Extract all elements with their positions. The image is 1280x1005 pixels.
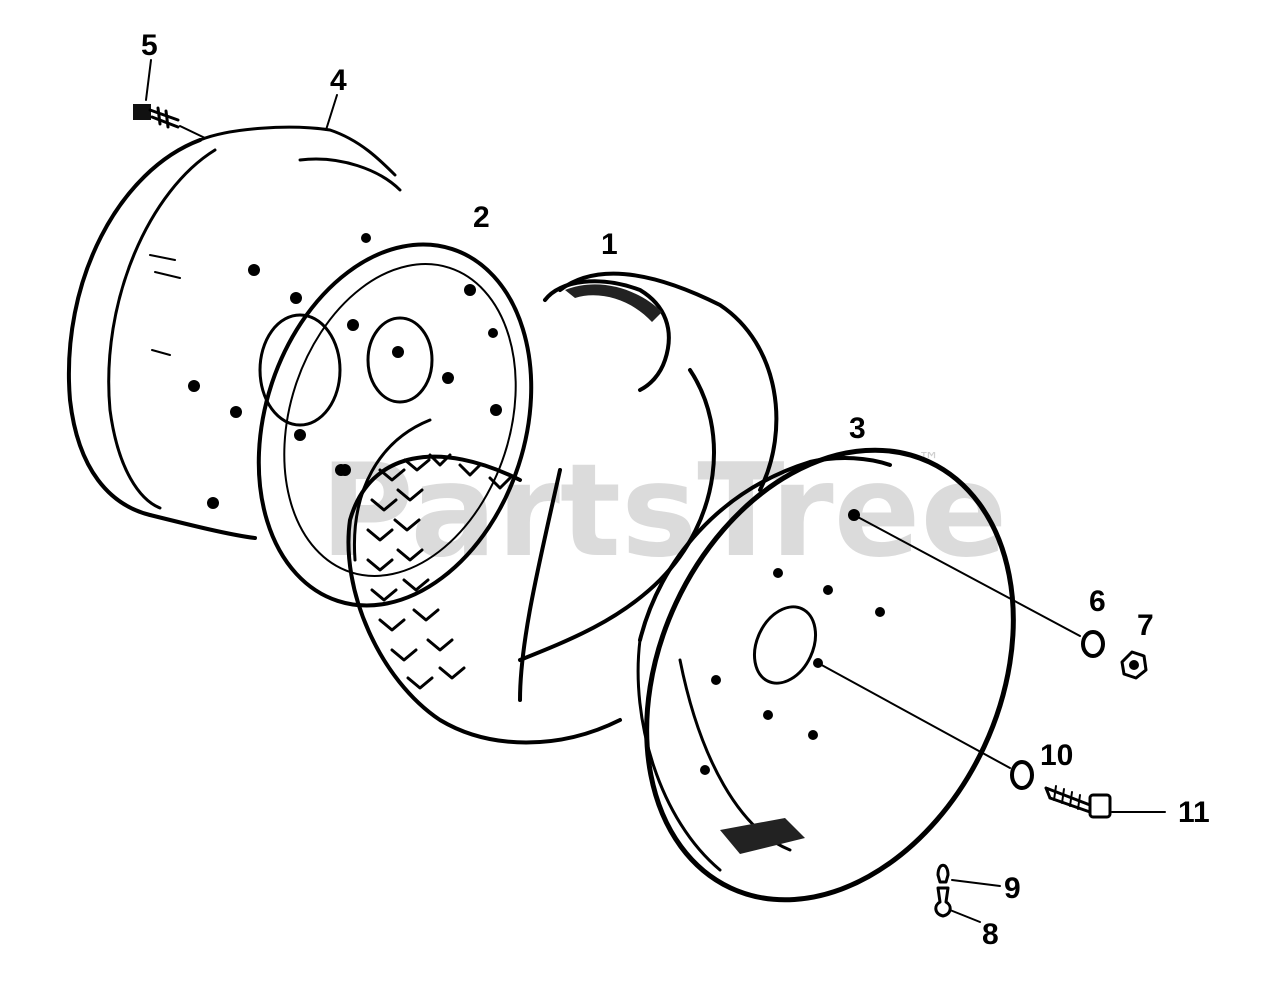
callout-7: 7 bbox=[1137, 609, 1154, 642]
hex-nut-7 bbox=[1120, 650, 1148, 680]
bolt-11 bbox=[1044, 785, 1112, 819]
watermark: PartsTree ™ bbox=[320, 437, 1007, 586]
valve-stem-8 bbox=[934, 886, 952, 918]
callout-4: 4 bbox=[330, 64, 347, 97]
lock-washer-10 bbox=[1010, 760, 1034, 790]
watermark-text: PartsTree bbox=[320, 437, 1007, 586]
callout-2: 2 bbox=[473, 201, 490, 234]
callout-3: 3 bbox=[849, 412, 866, 445]
bolt-5 bbox=[133, 104, 206, 139]
wheel-rim-rear bbox=[66, 125, 402, 540]
leader-lines bbox=[145, 59, 1166, 923]
wheel-rim-inner bbox=[256, 242, 534, 608]
callout-1: 1 bbox=[601, 228, 618, 261]
callouts: 5 4 2 1 3 6 7 10 11 9 8 bbox=[141, 29, 1210, 951]
callout-6: 6 bbox=[1089, 585, 1106, 618]
callout-11: 11 bbox=[1178, 796, 1210, 829]
callout-10: 10 bbox=[1040, 739, 1073, 772]
callout-8: 8 bbox=[982, 918, 999, 951]
wheel-rim-outer bbox=[636, 447, 1016, 903]
callout-5: 5 bbox=[141, 29, 158, 62]
valve-cap-9 bbox=[936, 863, 950, 884]
callout-9: 9 bbox=[1004, 872, 1021, 905]
lock-washer-6 bbox=[1081, 630, 1105, 658]
